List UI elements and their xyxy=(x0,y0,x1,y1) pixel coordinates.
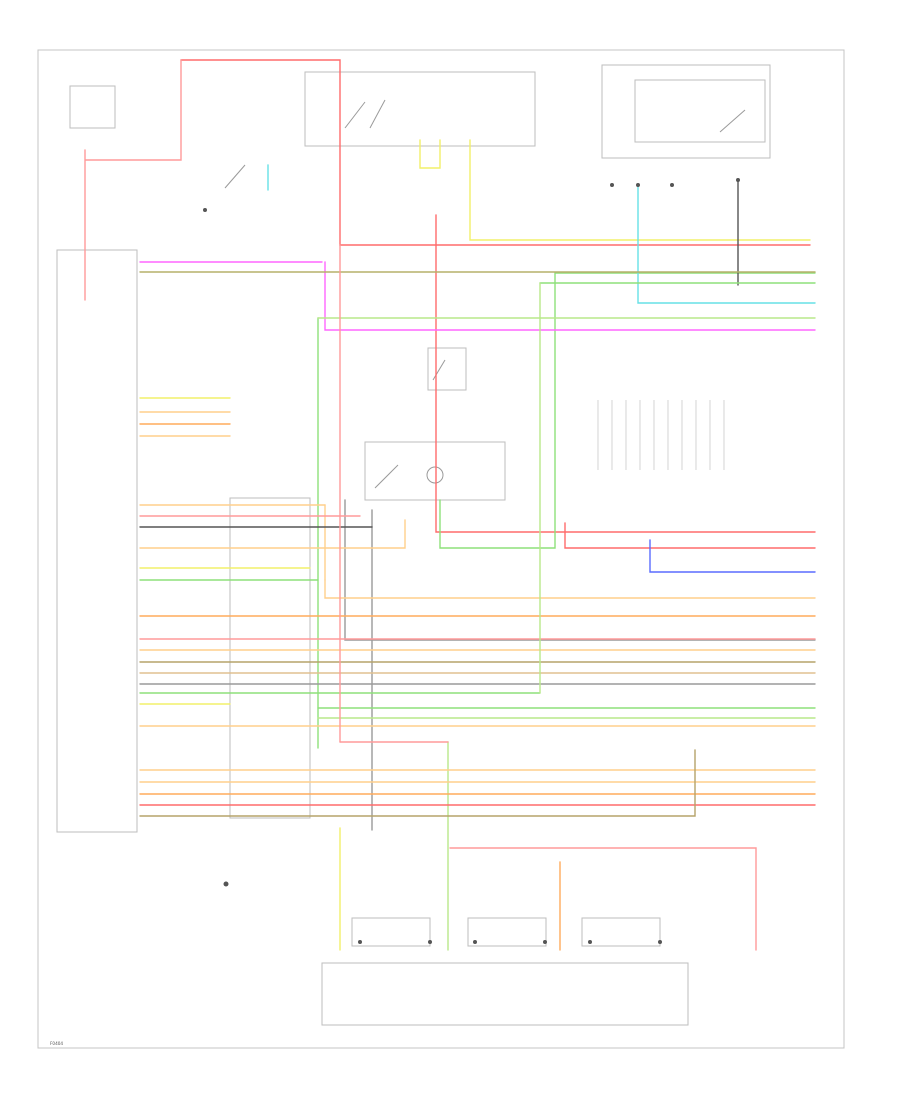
wire-magenta-relay xyxy=(324,261,816,331)
relay-center-switch xyxy=(432,359,446,381)
pcm-box xyxy=(56,249,138,833)
connector-terminal xyxy=(358,940,362,944)
wire-gray-center xyxy=(344,499,816,641)
wire-red-power-trunk xyxy=(435,214,816,533)
vertical-wires xyxy=(84,59,816,951)
ground-symbol xyxy=(223,881,229,887)
injector-1-box xyxy=(351,917,431,947)
connector-terminal xyxy=(473,940,477,944)
connector-terminal xyxy=(736,178,740,182)
connector-terminal xyxy=(636,183,640,187)
ign-sw-switch xyxy=(224,164,246,189)
wire-pink-injector xyxy=(449,847,757,951)
wire-red-fuse-feed xyxy=(180,59,811,246)
relay-module-inner xyxy=(634,79,766,143)
components xyxy=(56,64,771,1026)
wire-red-pink-left xyxy=(84,59,182,301)
wire-yellow-box xyxy=(419,139,441,169)
footer-ref: F0404 xyxy=(50,1041,63,1046)
fuse-switch-1 xyxy=(344,101,366,129)
connector-terminal xyxy=(588,940,592,944)
ground-symbol xyxy=(203,208,207,212)
connector-terminal xyxy=(670,183,674,187)
wire-tan-l11 xyxy=(324,579,816,599)
injector-3-box xyxy=(581,917,661,947)
injector-2-box xyxy=(467,917,547,947)
relay-module-switch xyxy=(719,109,746,133)
wire-yellow-fuse xyxy=(469,139,811,241)
wire-green-trans xyxy=(439,272,816,549)
connector-terminal xyxy=(543,940,547,944)
switch-symbols xyxy=(224,99,746,489)
ground-symbols xyxy=(203,178,740,944)
connector-terminal xyxy=(428,940,432,944)
fuse-switch-2 xyxy=(369,99,386,129)
wire-olive-l28 xyxy=(139,749,696,817)
relay-center-box xyxy=(427,347,467,391)
injector-harness-box xyxy=(321,962,689,1026)
trans-sensor-coil xyxy=(426,466,444,484)
wire-tan-l8 xyxy=(139,519,406,549)
harness-lines xyxy=(139,244,816,817)
transmission-switch-box xyxy=(364,441,506,501)
wire-red-power-2 xyxy=(564,522,816,549)
pcm-connector-box xyxy=(229,497,311,819)
connector-columns xyxy=(597,400,725,470)
wire-blue-bus xyxy=(649,539,816,573)
diagram-frame xyxy=(37,49,845,1049)
connector-terminal xyxy=(610,183,614,187)
connector-terminal xyxy=(658,940,662,944)
wire-cyan-relay xyxy=(637,184,816,304)
relay-module-box xyxy=(601,64,771,159)
ignition-switch-box xyxy=(69,85,116,129)
trans-switch xyxy=(374,464,399,489)
